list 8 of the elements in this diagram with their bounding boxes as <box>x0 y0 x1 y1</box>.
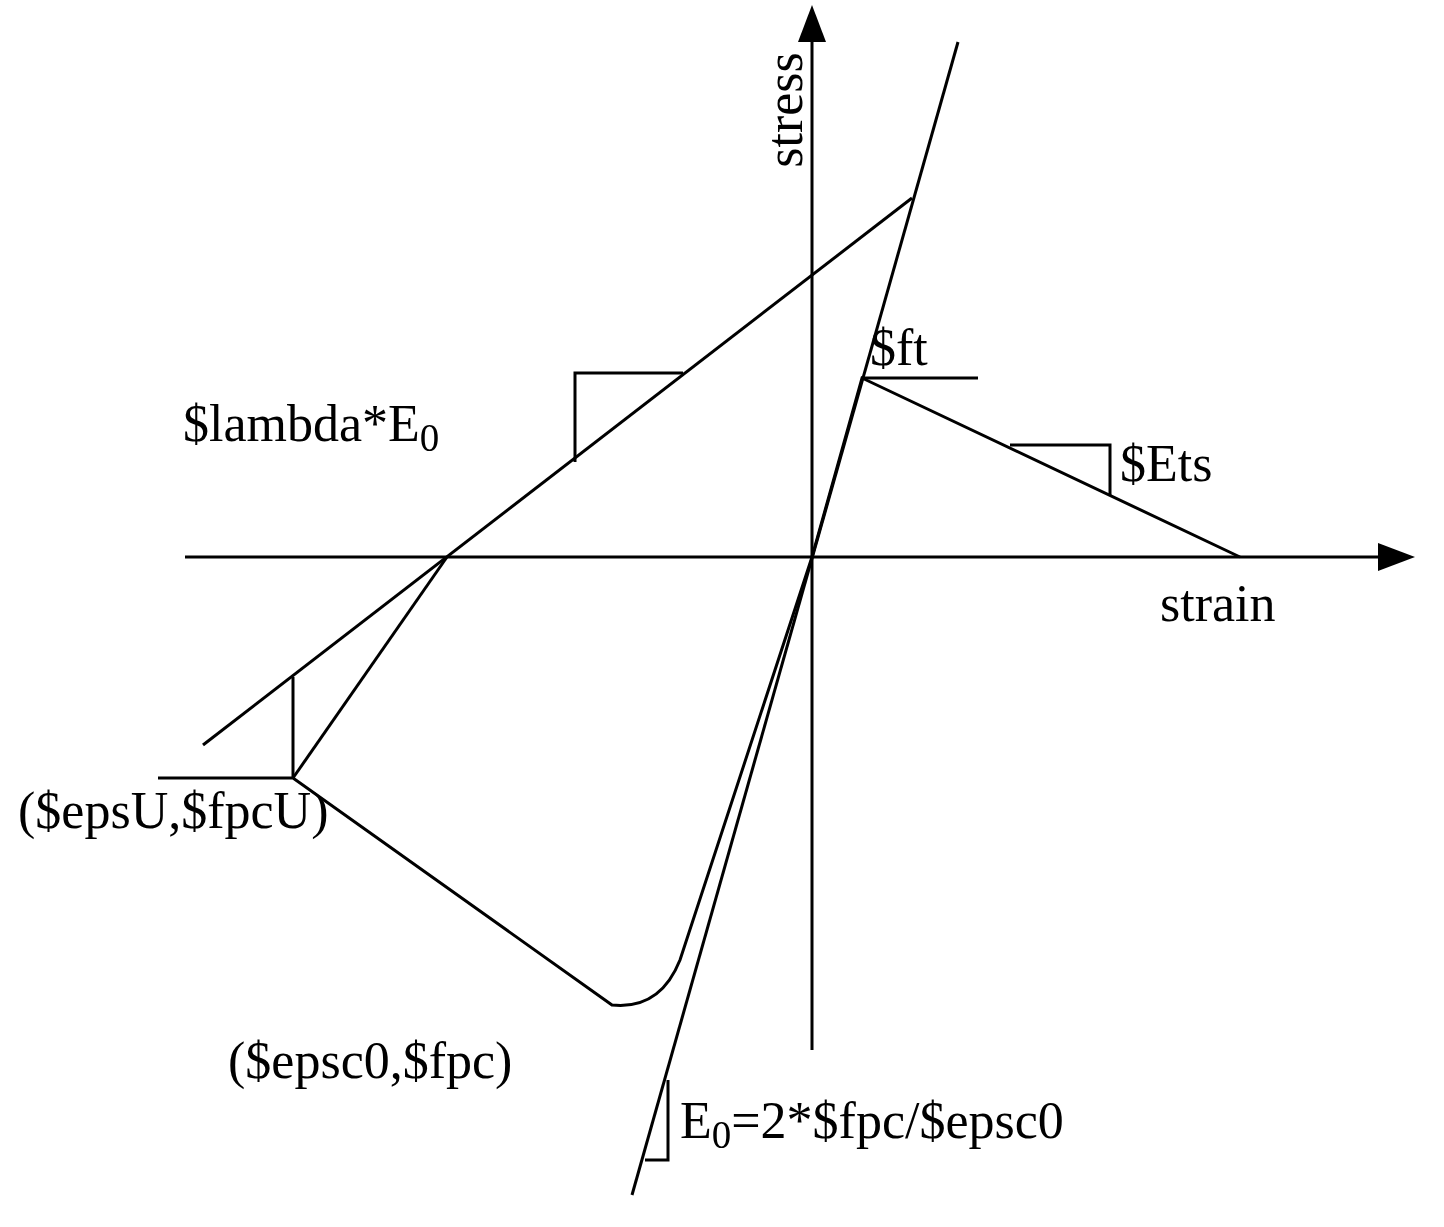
point-label: ($epsc0,$fpc) <box>228 1035 513 1087</box>
axis-label: strain <box>1160 578 1276 630</box>
formula-label: E$_{0}$=2*$fpc/$epsc0 <box>680 1095 1064 1147</box>
point-label: ($epsU,$fpcU) <box>18 785 329 837</box>
slope-label: $lambda*E$_{0}$ <box>183 398 440 450</box>
slope-label: $Ets <box>1120 438 1213 490</box>
point-label: $ft <box>870 322 928 374</box>
axis-label: stress <box>759 52 811 168</box>
